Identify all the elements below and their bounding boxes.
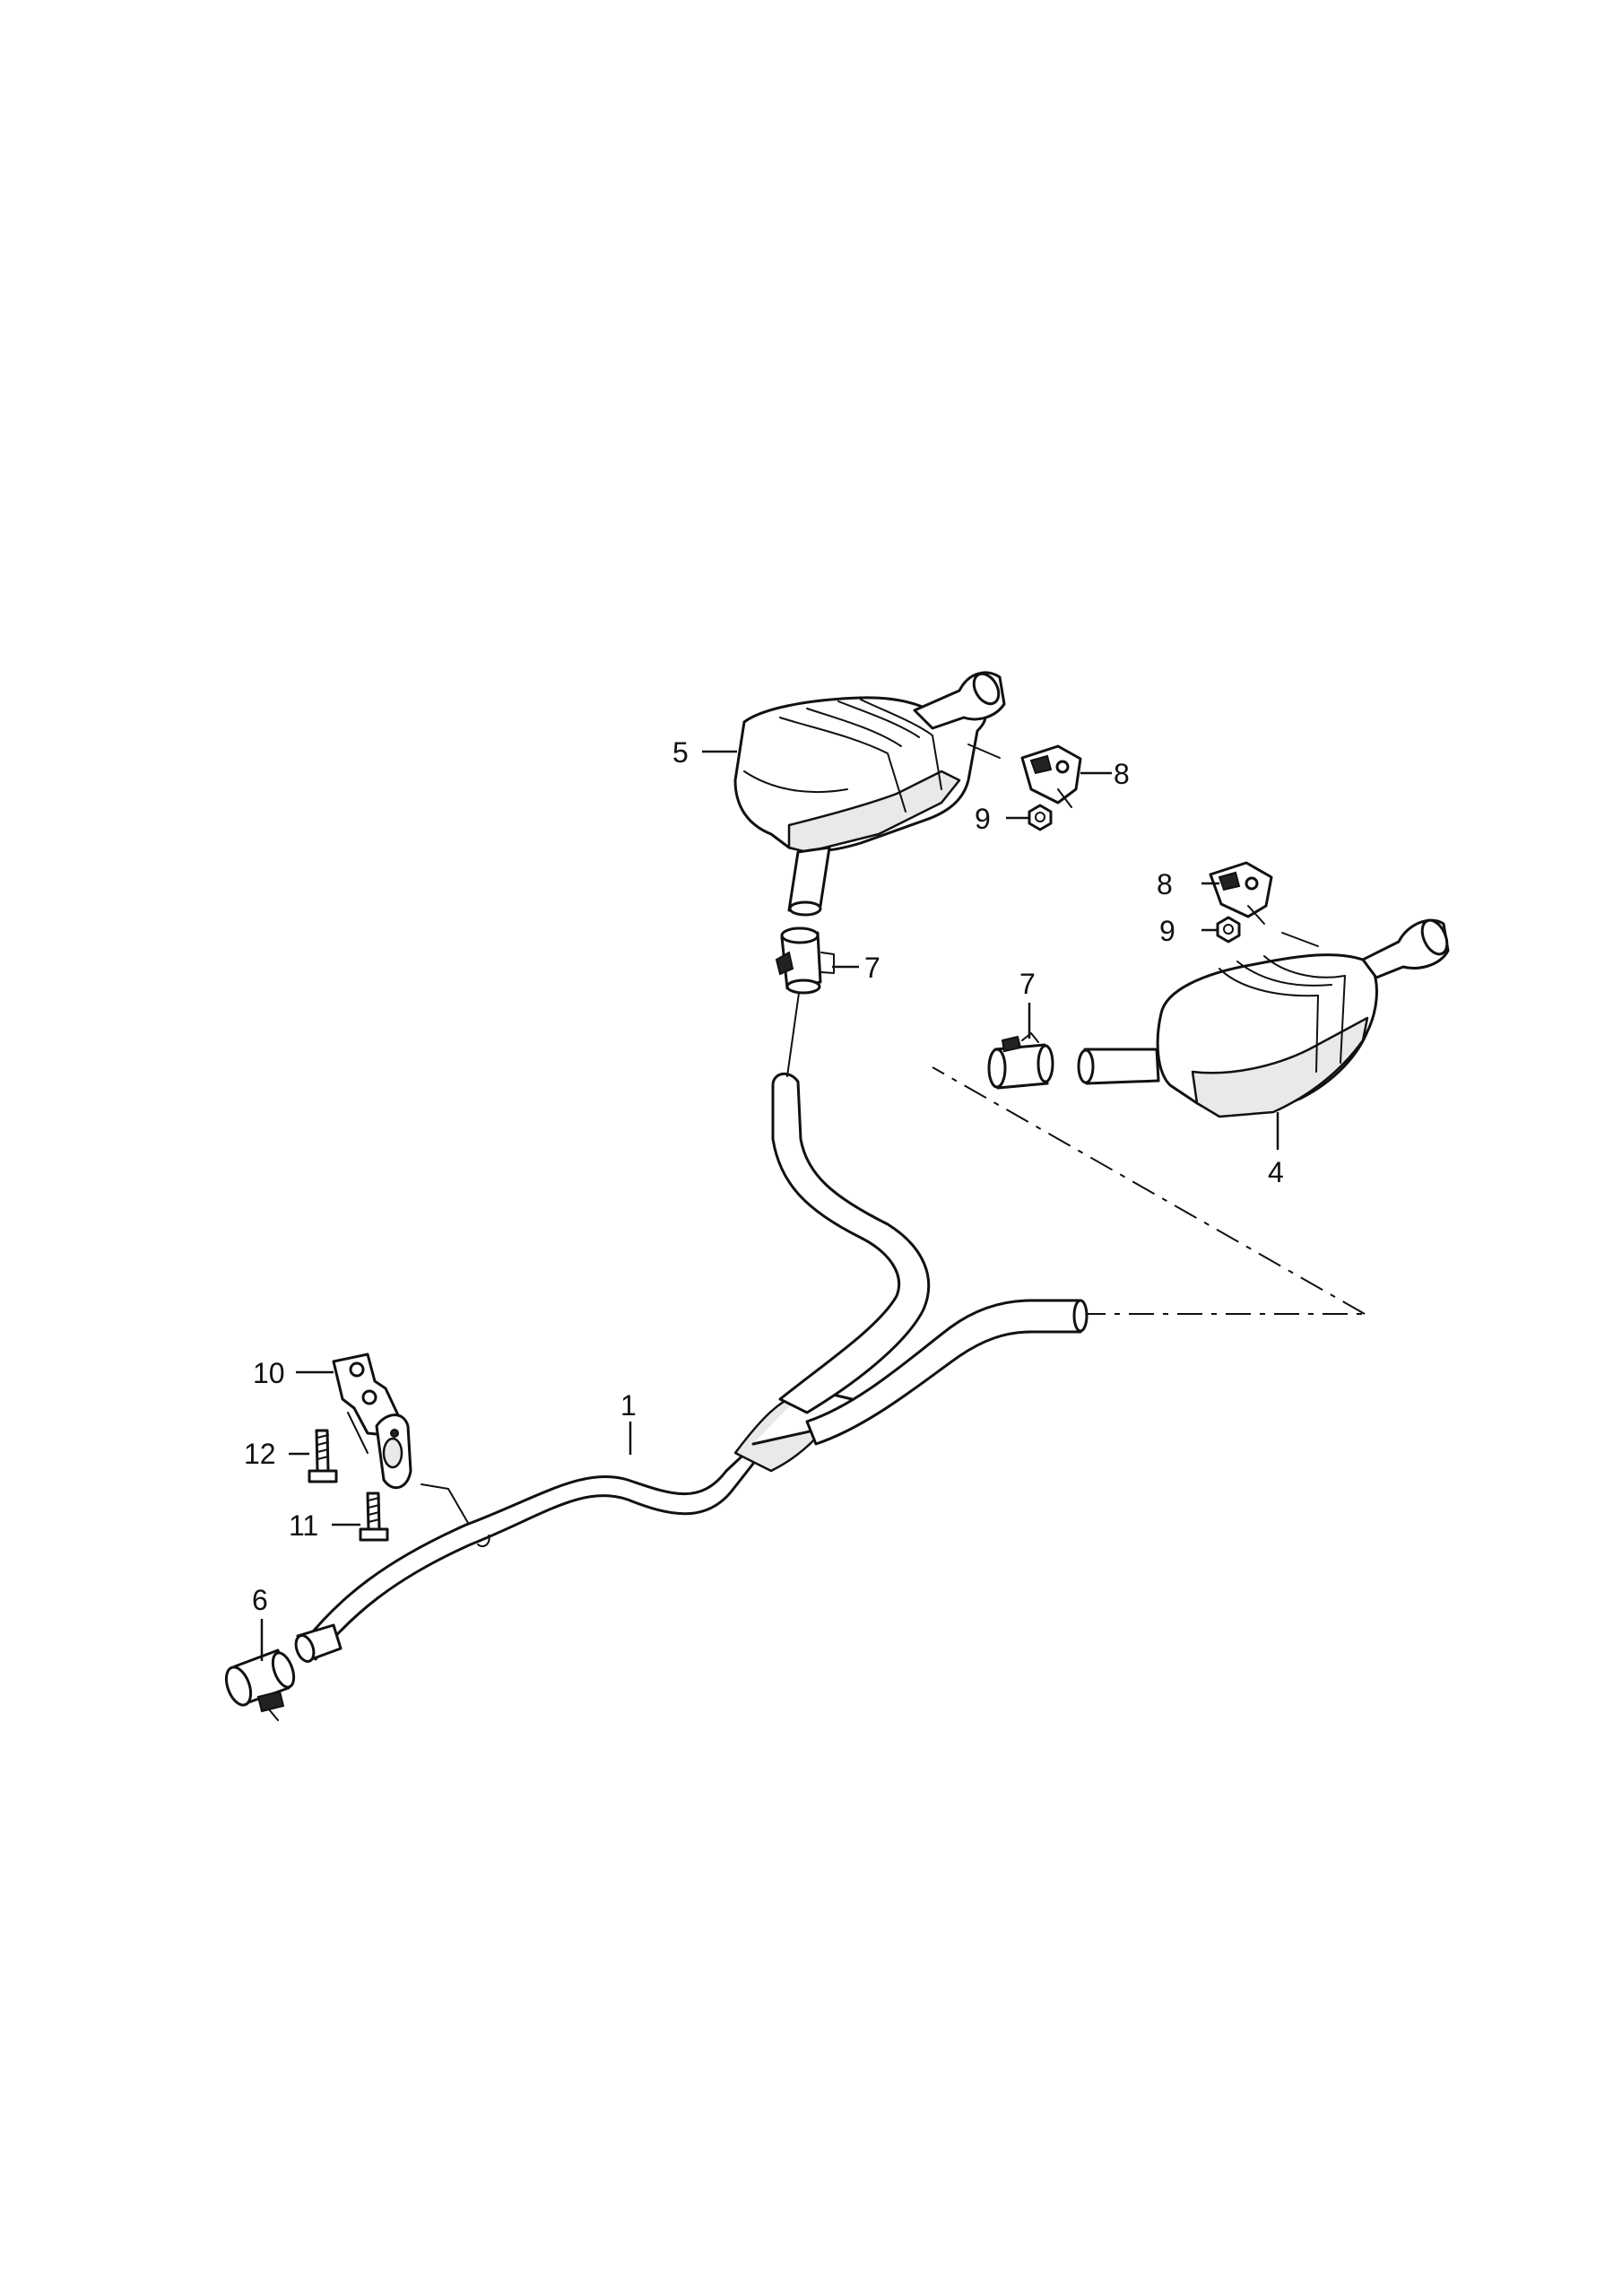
bracket-8-right: [1209, 861, 1273, 925]
callout-5: 5: [672, 736, 689, 769]
reference-lines: [932, 1066, 1366, 1315]
callout-7-upper: 7: [864, 952, 880, 984]
callout-8-right: 8: [1157, 868, 1173, 900]
nut-9-upper: [1028, 804, 1053, 831]
callout-8-upper: 8: [1114, 758, 1130, 790]
callout-9-upper: 9: [975, 803, 991, 835]
callout-9-right: 9: [1159, 915, 1175, 947]
clamp-7-upper: [775, 926, 835, 995]
callout-4: 4: [1268, 1156, 1284, 1188]
rear-muffler-4: [1077, 918, 1450, 1118]
callout-12: 12: [244, 1438, 276, 1470]
callout-1: 1: [620, 1389, 637, 1422]
callout-10: 10: [253, 1357, 285, 1389]
hanger-bracket-10: [332, 1352, 412, 1490]
clamp-7-right: [987, 1032, 1054, 1090]
callout-11: 11: [289, 1509, 318, 1542]
bolt-11: [359, 1492, 389, 1542]
nut-9-right: [1216, 916, 1241, 944]
callout-7-right: 7: [1019, 968, 1036, 1000]
connecting-pipe: [786, 986, 801, 1077]
bolt-12: [308, 1429, 338, 1483]
exhaust-pipe: [294, 1072, 1089, 1663]
leader-lines: [260, 750, 1279, 1661]
callout-6: 6: [252, 1584, 268, 1616]
callout-labels: 1 4 5 6 7 7 8 8 9 9 10 11 12: [244, 736, 1284, 1616]
rear-muffler-5: [733, 671, 1006, 917]
clamp-6: [224, 1648, 296, 1721]
bracket-8-upper: [1020, 744, 1082, 808]
